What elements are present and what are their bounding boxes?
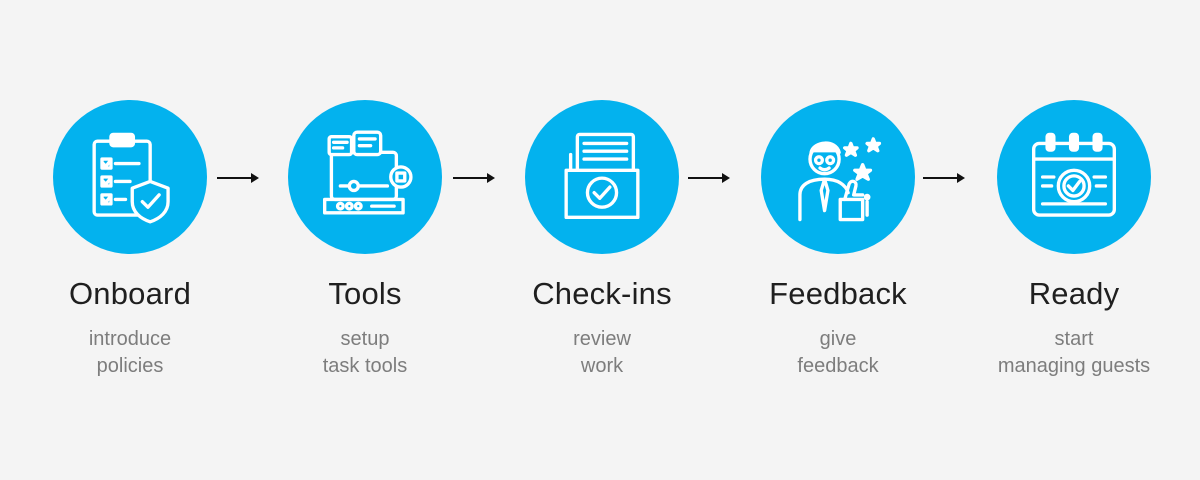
step-icon-circle — [288, 100, 442, 254]
description-line: give — [819, 328, 857, 350]
clipboard-shield-icon — [92, 132, 170, 224]
step-check-ins: Check-ins review work — [502, 100, 702, 380]
step-ready: Ready start managing guests — [974, 100, 1174, 380]
step-onboard: Onboard introduce policies — [30, 100, 230, 380]
description-line: setup — [340, 328, 390, 350]
step-description: setup task tools — [323, 326, 407, 380]
step-title: Ready — [1028, 276, 1120, 311]
description-line: review — [573, 328, 631, 350]
step-description: review work — [573, 326, 631, 380]
arrow-right-icon — [686, 170, 732, 186]
step-icon-circle — [53, 100, 207, 254]
calendar-check-icon — [1032, 132, 1116, 217]
step-feedback: Feedback give feedback — [738, 100, 938, 380]
description-line: feedback — [797, 355, 879, 377]
step-title: Onboard — [68, 276, 192, 311]
person-thumbs-up-stars-icon — [798, 137, 882, 222]
step-description: start managing guests — [998, 326, 1150, 380]
step-title: Check-ins — [532, 276, 672, 311]
step-title: Tools — [328, 276, 402, 311]
arrow-right-icon — [215, 170, 261, 186]
arrow-right-icon — [921, 170, 967, 186]
description-line: start — [1054, 328, 1094, 350]
description-line: introduce — [88, 328, 172, 350]
description-line: task tools — [322, 355, 408, 377]
description-line: policies — [96, 355, 164, 377]
folder-check-icon — [564, 132, 640, 219]
devices-tools-icon — [323, 130, 413, 215]
description-line: managing guests — [997, 355, 1151, 377]
arrow-right-icon — [451, 170, 497, 186]
step-description: give feedback — [797, 326, 878, 380]
step-description: introduce policies — [89, 326, 171, 380]
step-icon-circle — [761, 100, 915, 254]
step-tools: Tools setup task tools — [265, 100, 465, 380]
step-icon-circle — [997, 100, 1151, 254]
step-icon-circle — [525, 100, 679, 254]
step-title: Feedback — [769, 276, 907, 311]
description-line: work — [580, 355, 624, 377]
